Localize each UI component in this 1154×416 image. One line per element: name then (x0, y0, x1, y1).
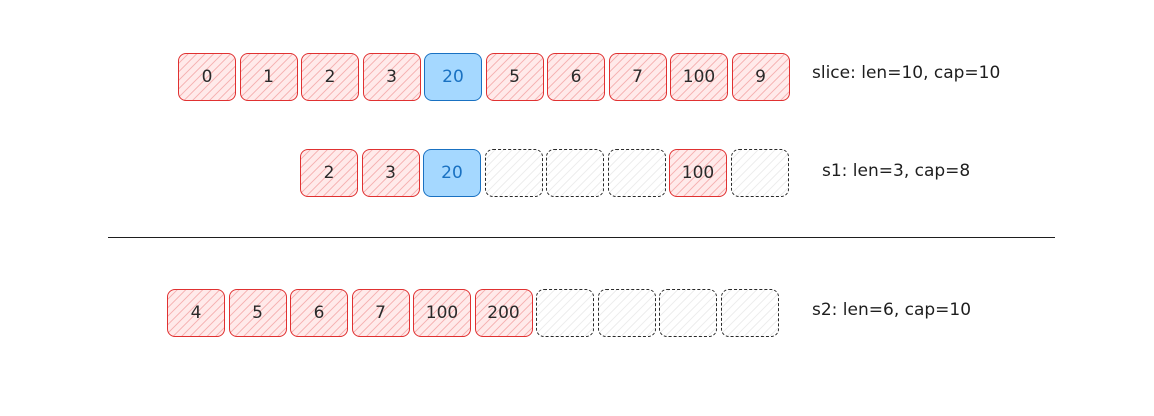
s2-label: s2: len=6, cap=10 (812, 300, 972, 320)
slice-label: slice: len=10, cap=10 (812, 63, 1001, 83)
s1-cell-3 (484, 149, 543, 197)
s2-cell-8 (659, 289, 717, 337)
s2-cell-5: 200 (474, 289, 533, 337)
s1-cell-6: 100 (669, 149, 727, 197)
slice-cell-1: 1 (239, 53, 298, 101)
s1-cell-4 (546, 149, 604, 197)
slice-cell-8: 100 (670, 53, 728, 101)
s1-cell-1: 3 (361, 149, 420, 197)
s1-cell-2: 20 (423, 149, 481, 197)
s2-cell-6 (536, 289, 594, 337)
s1-cell-5 (607, 149, 666, 197)
s2-cell-3: 7 (351, 289, 410, 337)
slice-cell-3: 3 (362, 53, 421, 101)
slice-cell-7: 7 (608, 53, 667, 101)
s2-cell-2: 6 (290, 289, 348, 337)
s2-cell-1: 5 (228, 289, 287, 337)
s2-cell-7 (597, 289, 656, 337)
divider-line (108, 237, 1055, 238)
slice-cell-9: 9 (731, 53, 790, 101)
slice-cell-5: 5 (485, 53, 544, 101)
s2-cell-0: 4 (167, 289, 225, 337)
s2-cell-4: 100 (413, 289, 471, 337)
slice-cell-0: 0 (178, 53, 236, 101)
s1-cell-7 (730, 149, 789, 197)
s1-cell-0: 2 (300, 149, 358, 197)
s1-label: s1: len=3, cap=8 (822, 161, 971, 181)
slice-cell-4: 20 (424, 53, 482, 101)
slice-cell-2: 2 (301, 53, 359, 101)
slice-cell-6: 6 (547, 53, 605, 101)
s2-cell-9 (720, 289, 779, 337)
